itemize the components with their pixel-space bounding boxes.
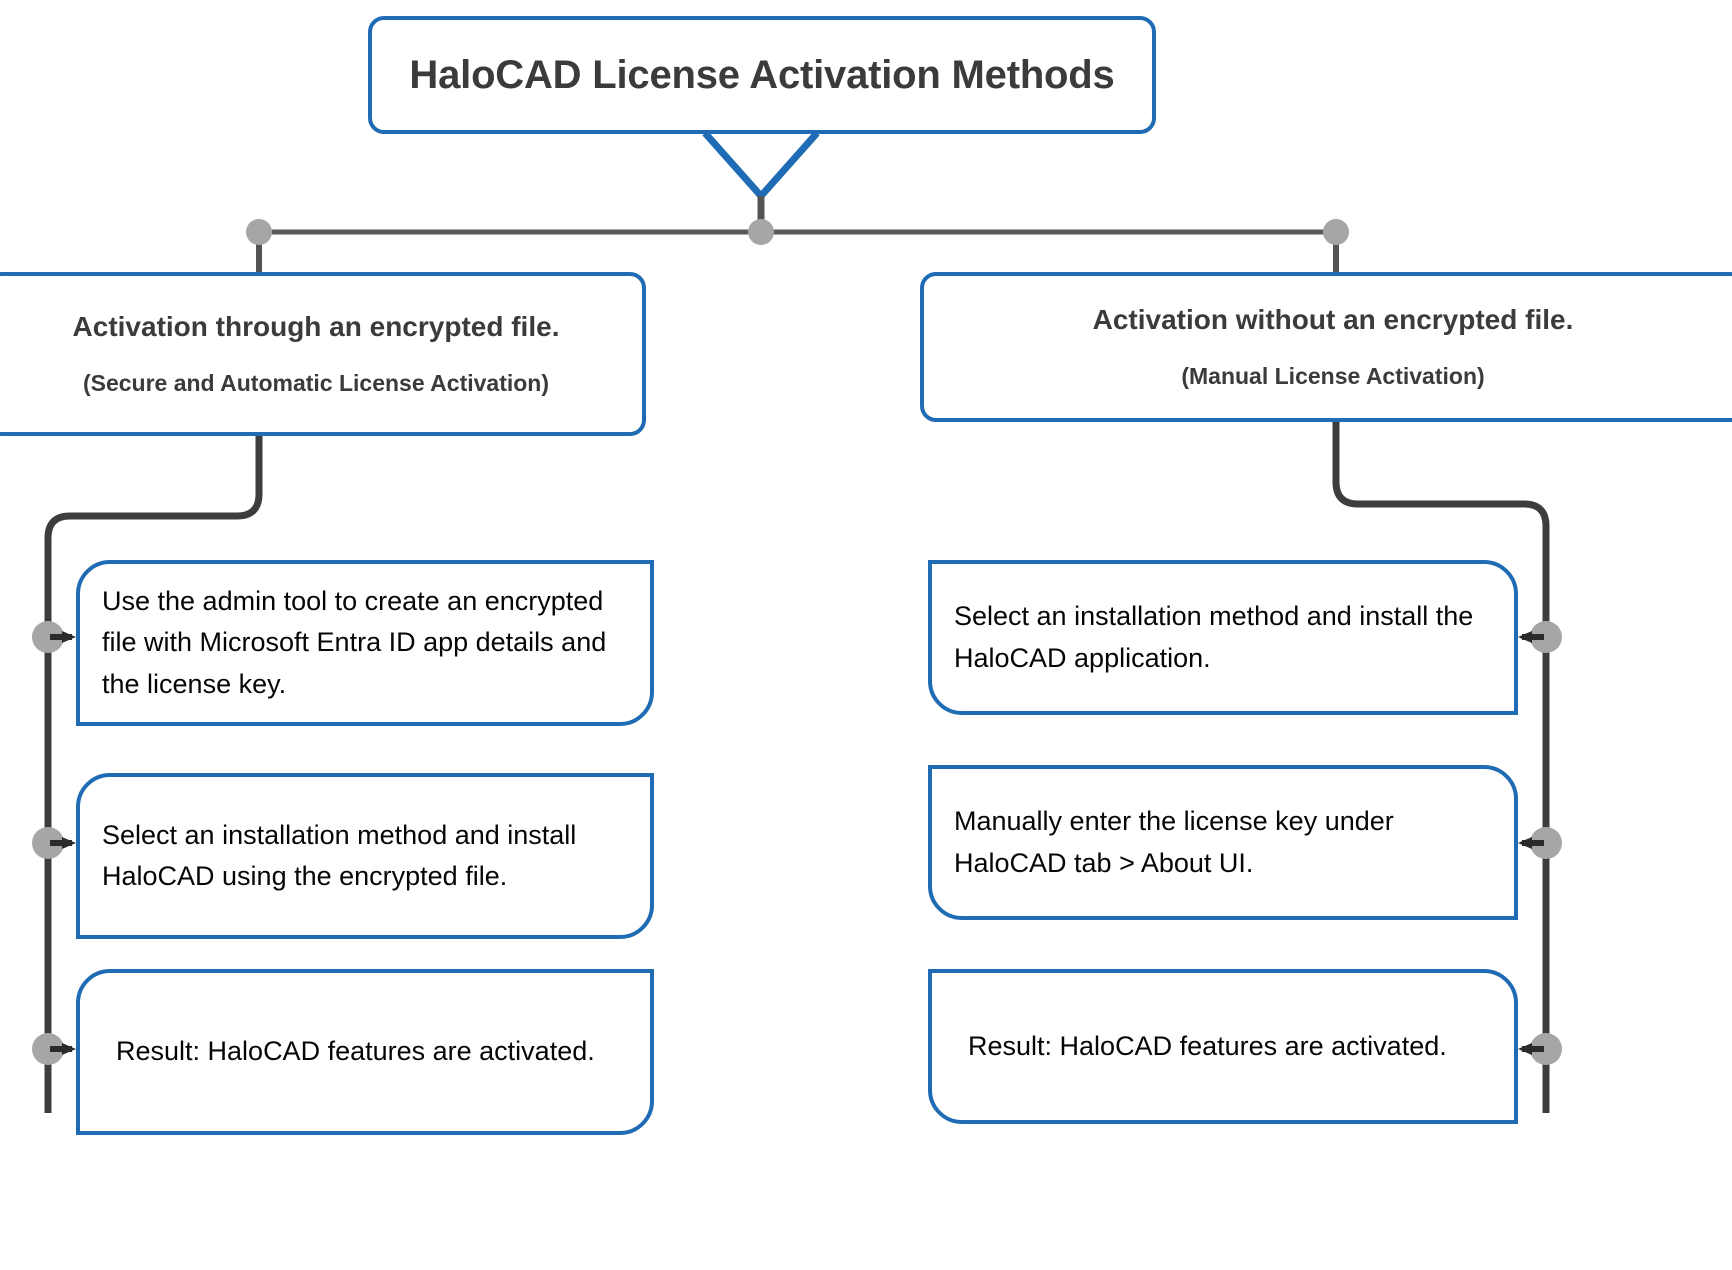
step-box: Select an installation method and instal… bbox=[76, 773, 654, 939]
branch-heading: Activation through an encrypted file. bbox=[72, 311, 560, 343]
step-box: Result: HaloCAD features are activated. bbox=[928, 969, 1518, 1124]
spine-dot-right bbox=[1323, 219, 1349, 245]
step-text: Use the admin tool to create an encrypte… bbox=[102, 586, 607, 699]
branch-heading: Activation without an encrypted file. bbox=[1092, 304, 1574, 336]
step-box: Use the admin tool to create an encrypte… bbox=[76, 560, 654, 726]
step-text: Result: HaloCAD features are activated. bbox=[968, 1030, 1447, 1061]
left-connector-2 bbox=[32, 827, 76, 859]
branch-header-manual: Activation without an encrypted file. (M… bbox=[920, 272, 1732, 422]
right-connector-2 bbox=[1518, 827, 1562, 859]
spine-dot-center bbox=[748, 219, 774, 245]
step-text: Select an installation method and instal… bbox=[954, 601, 1474, 673]
step-text: Select an installation method and instal… bbox=[102, 819, 577, 891]
spine-dot-left bbox=[246, 219, 272, 245]
branch-header-encrypted-file: Activation through an encrypted file. (S… bbox=[0, 272, 646, 436]
right-connector-1 bbox=[1518, 621, 1562, 653]
step-box: Manually enter the license key under Hal… bbox=[928, 765, 1518, 920]
page-title: HaloCAD License Activation Methods bbox=[409, 52, 1115, 97]
step-text: Manually enter the license key under Hal… bbox=[954, 806, 1394, 878]
title-callout-tail bbox=[702, 130, 820, 202]
branch-subheading: (Manual License Activation) bbox=[1181, 363, 1485, 389]
right-connector-3 bbox=[1518, 1033, 1562, 1065]
left-connector-1 bbox=[32, 621, 76, 653]
step-text: Result: HaloCAD features are activated. bbox=[116, 1036, 595, 1067]
left-connector-3 bbox=[32, 1033, 76, 1065]
branch-subheading: (Secure and Automatic License Activation… bbox=[82, 370, 550, 396]
step-box: Result: HaloCAD features are activated. bbox=[76, 969, 654, 1135]
step-box: Select an installation method and instal… bbox=[928, 560, 1518, 715]
diagram-title-box: HaloCAD License Activation Methods bbox=[368, 16, 1156, 134]
